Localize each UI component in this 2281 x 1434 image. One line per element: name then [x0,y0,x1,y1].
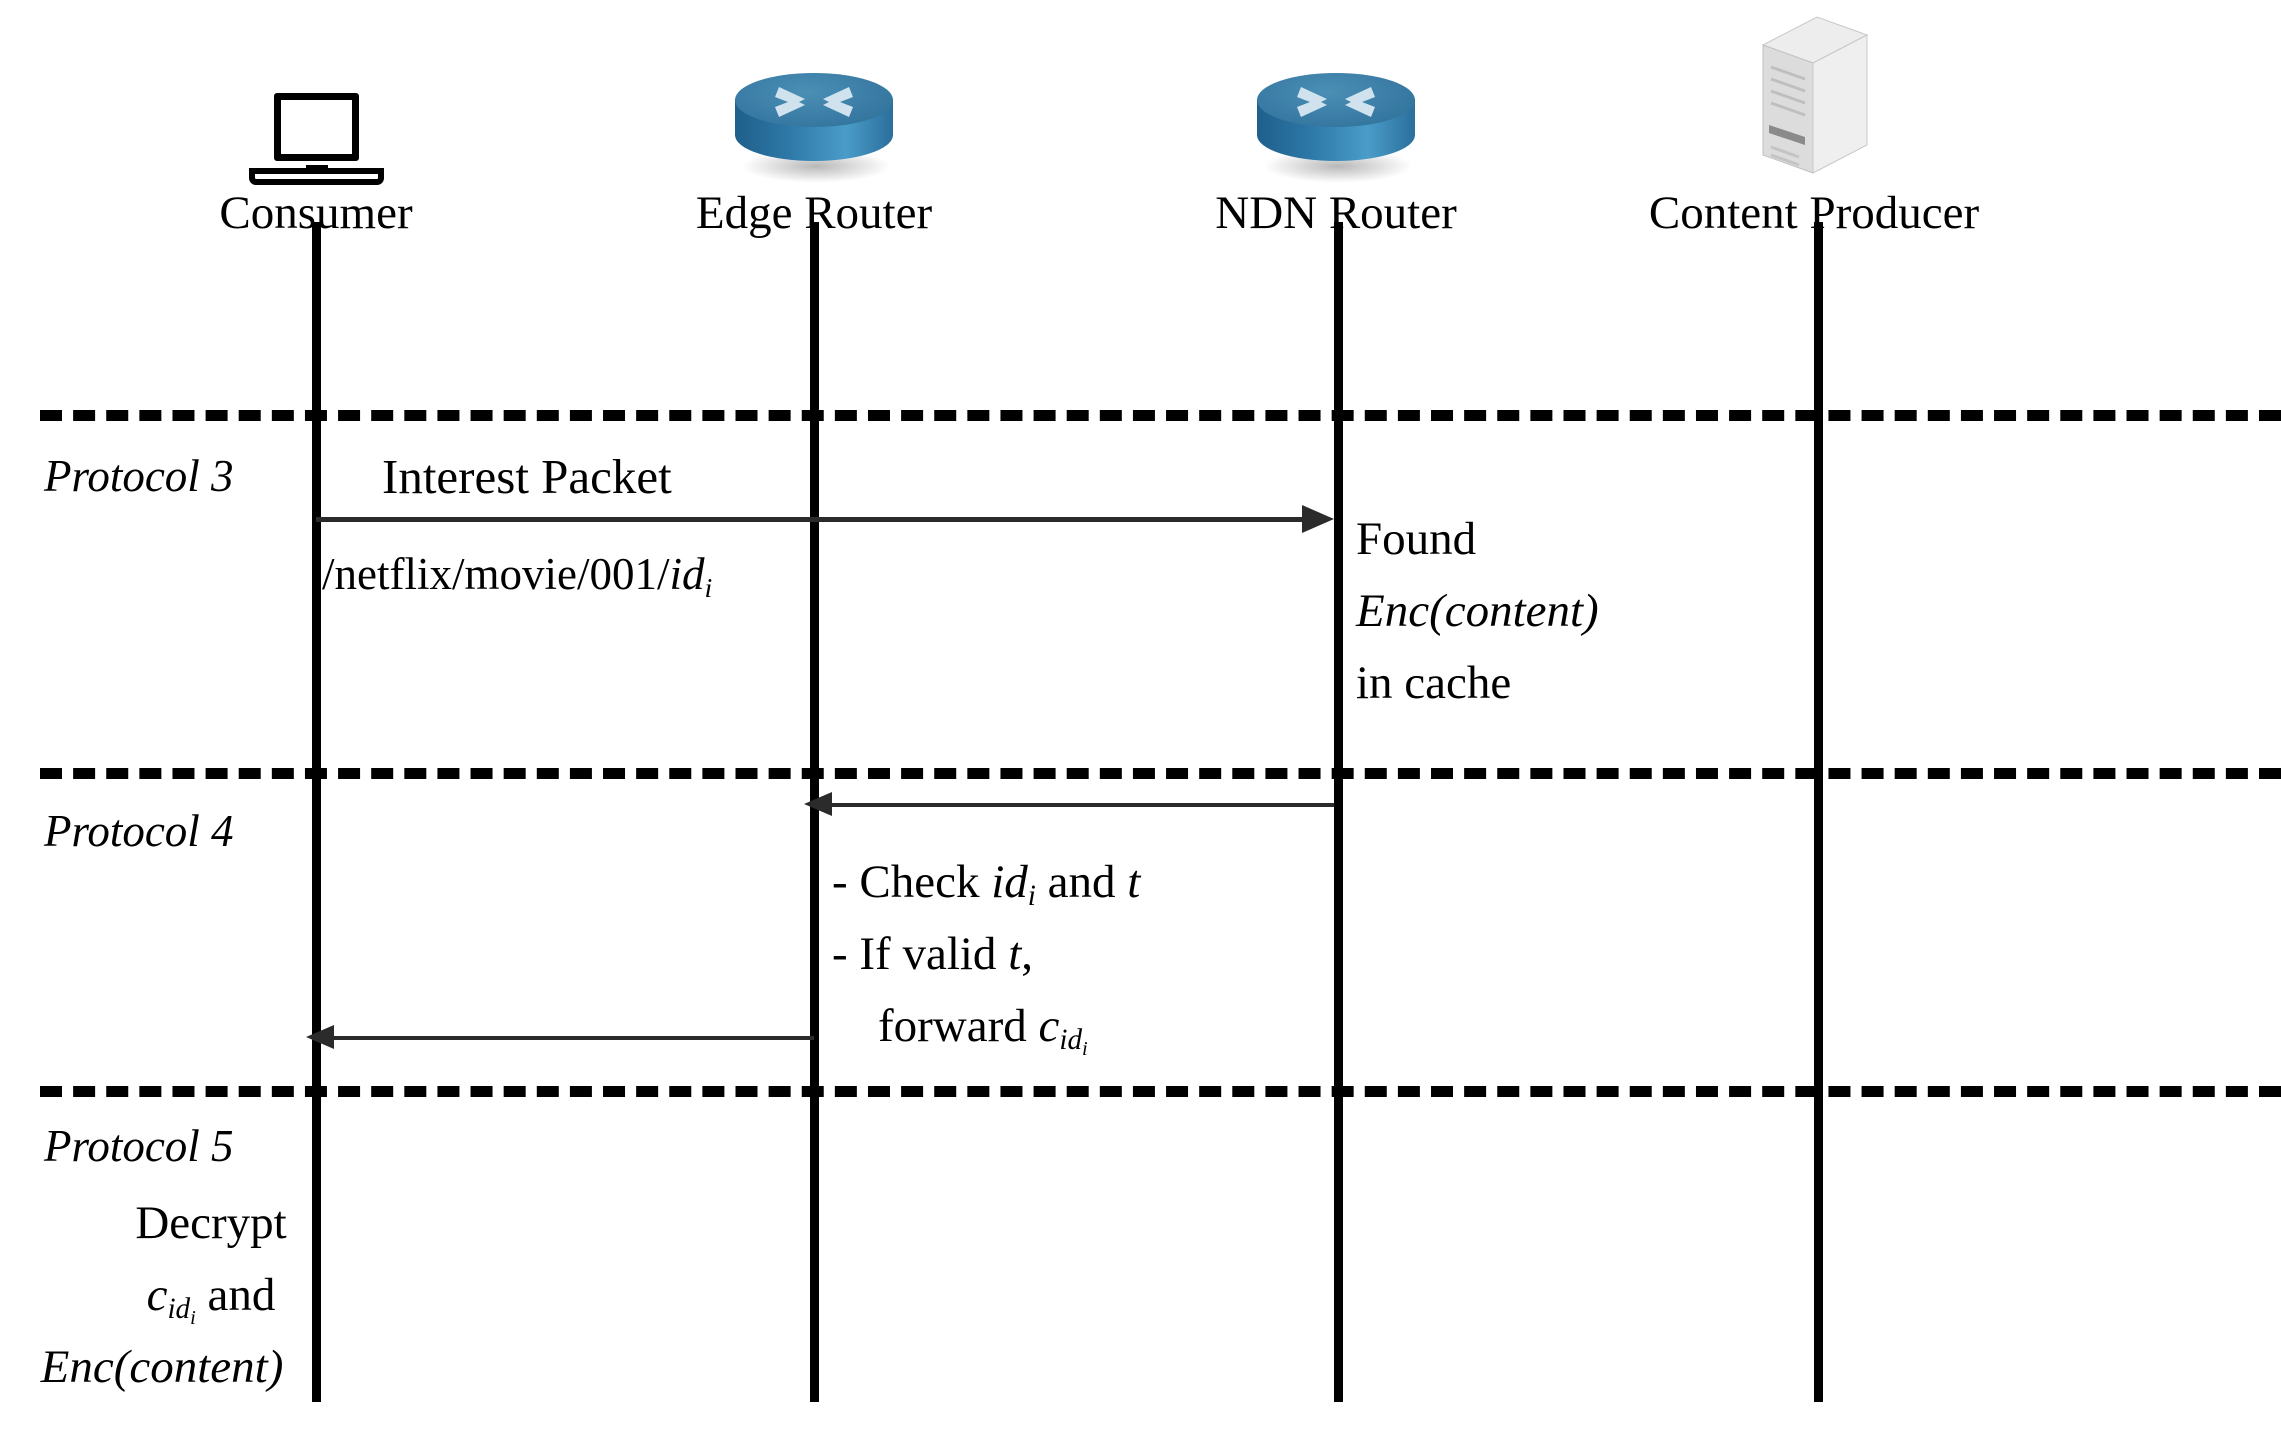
laptop-notch [305,165,328,173]
note-edge-check-bullet3: forward cidi [878,999,1088,1061]
note-consumer-decrypt-line3: Enc(content) [40,1341,284,1393]
router-icon [634,20,994,185]
bullet2-var: t [1008,928,1022,980]
router-top [735,73,893,127]
router-arrows-icon [1297,87,1375,117]
note-ndn-cache-line2: Enc(content) [1356,585,1599,637]
lifeline-edge-router [810,222,819,962]
note-edge-check-bullet1: - Check idi and t [832,855,1140,914]
bullet1-var1: id [991,856,1028,908]
phase-label-protocol-3: Protocol 3 [44,451,234,501]
note-edge-check-bullet2: - If valid t, [832,927,1033,982]
lifeline-edge-router-lower [810,962,819,1402]
interest-name-suffix: id [669,549,705,599]
lifeline-content-producer-lower [1814,962,1823,1402]
bullet2-pre: - If valid [832,928,1009,980]
note-ndn-cache-line3: in cache [1356,657,1512,709]
router-icon [1156,20,1516,185]
note-consumer-decrypt-line2: cidi and [118,1268,304,1330]
phase-separator-protocol-4 [40,768,2281,779]
arrow-cache-response [828,803,1334,807]
node-consumer: Consumer [136,20,496,238]
message-title-interest-packet: Interest Packet [382,449,672,504]
lifeline-consumer-lower [312,962,321,1402]
note-consumer-decrypt-line1: Decrypt [135,1197,287,1249]
arrow-head-content-delivery [306,1025,334,1049]
message-name-interest-packet: /netflix/movie/001/idi [322,548,712,606]
bullet1-pre: - Check [832,856,992,908]
node-content-producer: Content Producer [1634,0,1994,238]
node-ndn-router: NDN Router [1156,20,1516,238]
laptop-screen [273,93,359,161]
phase-separator-protocol-3 [40,410,2281,421]
bullet3-var: c [1038,1000,1060,1052]
arrow-content-delivery [330,1036,814,1040]
decrypt-var-sub-text: id [167,1293,191,1326]
decrypt-var-sub-sub: i [190,1307,196,1330]
lifeline-consumer [312,222,321,962]
server-tower-icon [1761,16,1869,174]
bullet3-pre: forward [878,1000,1039,1052]
phase-label-protocol-4: Protocol 4 [44,806,234,856]
server-icon [1634,0,1994,185]
phase-separator-protocol-5 [40,1086,2281,1097]
lifeline-ndn-router-lower [1334,962,1343,1402]
interest-name-suffix-sub: i [704,572,713,604]
lifeline-content-producer [1814,222,1823,962]
bullet1-var2: t [1127,856,1141,908]
bullet3-var-sub: idi [1059,1024,1087,1060]
node-edge-router: Edge Router [634,20,994,238]
phase-label-protocol-5: Protocol 5 [44,1121,234,1171]
arrow-interest-packet [316,517,1302,522]
bullet3-var-sub-sub: i [1082,1038,1088,1061]
router-arrows-icon [775,87,853,117]
lifeline-ndn-router [1334,222,1343,962]
decrypt-post: and [195,1269,276,1321]
bullet2-post: , [1021,928,1033,980]
bullet3-var-sub-text: id [1059,1024,1083,1057]
interest-name-prefix: /netflix/movie/001/ [322,549,670,599]
arrow-head-interest-packet [1302,505,1334,533]
decrypt-var-sub: idi [167,1293,195,1329]
bullet1-mid: and [1035,856,1128,908]
laptop-icon [136,20,496,185]
bullet1-var1-sub: i [1027,880,1036,913]
arrow-head-cache-response [804,792,832,816]
decrypt-var: c [146,1269,168,1321]
router-top [1257,73,1415,127]
note-ndn-cache-line1: Found [1356,513,1477,565]
